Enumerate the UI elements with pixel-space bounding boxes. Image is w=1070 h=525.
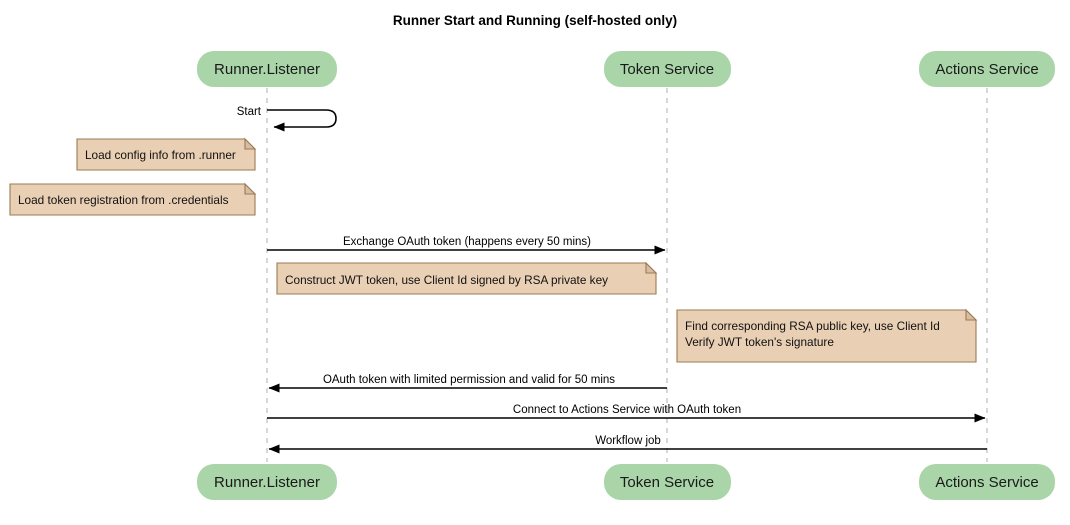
participant-box-runner-footer[interactable] — [197, 464, 337, 500]
participant-header-actions[interactable]: Actions Service — [919, 51, 1055, 87]
note-body-load-token — [9, 183, 256, 216]
note-fold-icon — [244, 182, 257, 195]
message-arrow-start[interactable] — [267, 109, 337, 132]
participant-label-token: Token Service — [620, 61, 714, 78]
message-label-exchange-oauth: Exchange OAuth token (happens every 50 m… — [343, 236, 591, 248]
participant-label-actions-footer: Actions Service — [935, 474, 1038, 491]
note-fold-icon — [645, 261, 658, 274]
note-fold-icon — [965, 308, 978, 321]
note-body-construct-jwt — [276, 262, 657, 295]
note-text-load-token: Load token registration from .credential… — [18, 193, 229, 207]
note-text-verify-jwt-line1: Find corresponding RSA public key, use C… — [685, 319, 940, 333]
participant-label-token-footer: Token Service — [620, 474, 714, 491]
participant-box-token[interactable] — [604, 51, 731, 87]
note-text-verify-jwt-line2: Verify JWT token's signature — [685, 335, 834, 349]
participant-box-token-footer[interactable] — [604, 464, 731, 500]
lifelines — [266, 88, 988, 462]
diagram-title: Runner Start and Running (self-hosted on… — [393, 13, 677, 28]
note-verify-jwt: Find corresponding RSA public key, use C… — [676, 308, 978, 363]
participant-header-token[interactable]: Token Service — [604, 51, 731, 87]
message-oauth-return[interactable]: OAuth token with limited permission and … — [268, 374, 667, 393]
note-body-verify-jwt — [676, 309, 977, 363]
note-load-config: Load config info from .runner — [76, 137, 257, 171]
participant-header-runner[interactable]: Runner.Listener — [197, 51, 337, 87]
note-construct-jwt: Construct JWT token, use Client Id signe… — [276, 261, 658, 295]
note-text-load-config: Load config info from .runner — [85, 148, 236, 162]
message-connect-actions[interactable]: Connect to Actions Service with OAuth to… — [267, 404, 986, 423]
participant-box-actions-footer[interactable] — [919, 464, 1055, 500]
participant-box-actions[interactable] — [919, 51, 1055, 87]
participant-footer-runner[interactable]: Runner.Listener — [197, 464, 337, 500]
note-fold-icon — [244, 137, 257, 150]
note-load-token: Load token registration from .credential… — [9, 182, 257, 216]
message-exchange-oauth[interactable]: Exchange OAuth token (happens every 50 m… — [267, 236, 666, 255]
participant-label-runner-footer: Runner.Listener — [214, 474, 320, 491]
message-start[interactable]: Start — [237, 106, 337, 132]
message-workflow-job[interactable]: Workflow job — [268, 435, 987, 454]
message-label-connect-actions: Connect to Actions Service with OAuth to… — [513, 404, 741, 416]
participant-label-actions: Actions Service — [935, 61, 1038, 78]
message-label-start: Start — [237, 106, 262, 118]
note-text-construct-jwt: Construct JWT token, use Client Id signe… — [285, 273, 608, 287]
participant-label-runner: Runner.Listener — [214, 61, 320, 78]
note-body-load-config — [76, 138, 256, 171]
participant-footer-token[interactable]: Token Service — [604, 464, 731, 500]
participant-box-runner[interactable] — [197, 51, 337, 87]
message-label-oauth-return: OAuth token with limited permission and … — [323, 374, 615, 386]
message-label-workflow-job: Workflow job — [595, 435, 661, 447]
participant-footer-actions[interactable]: Actions Service — [919, 464, 1055, 500]
